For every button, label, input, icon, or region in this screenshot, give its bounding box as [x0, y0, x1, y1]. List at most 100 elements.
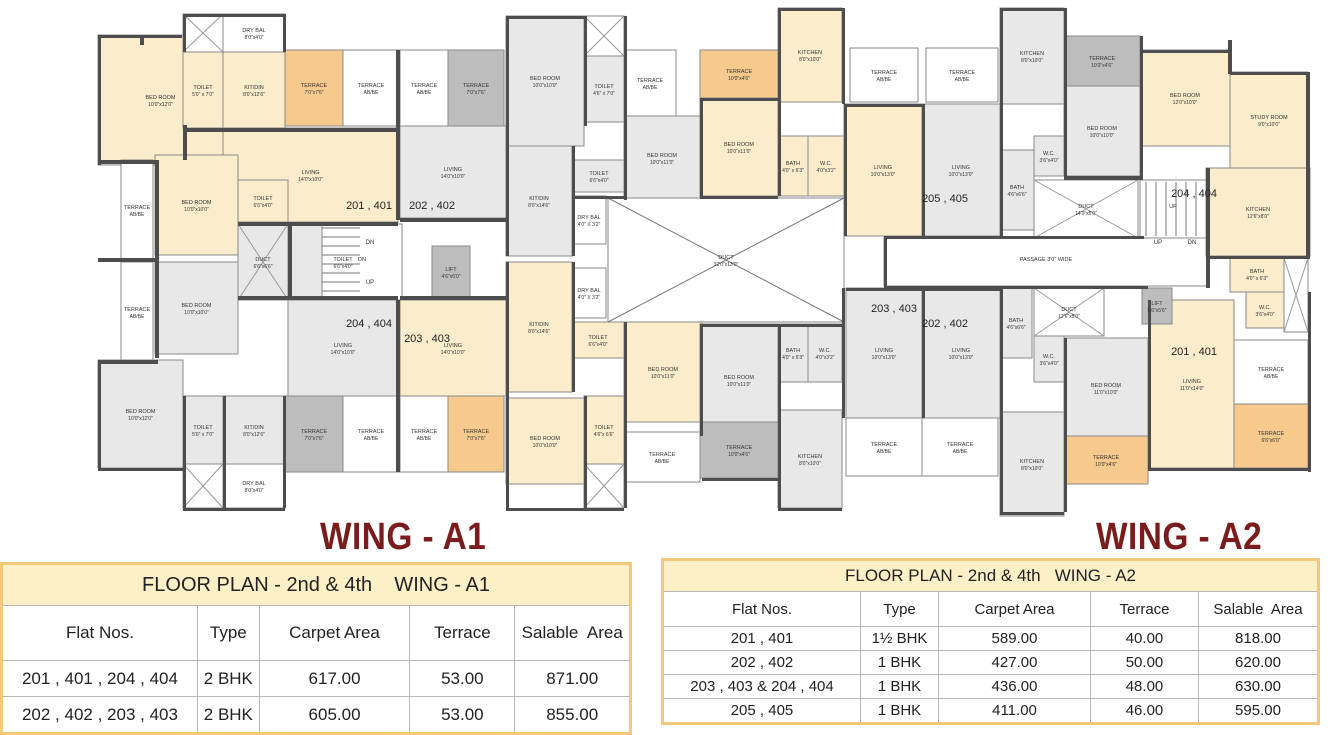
wall [396, 50, 400, 220]
shaft-cross [1033, 179, 1139, 239]
wall [183, 125, 187, 160]
wall [183, 14, 186, 52]
room-name-label: TERRACE [1258, 431, 1285, 437]
room-name-label: BED ROOM [530, 76, 560, 82]
table-row: 202 , 402 , 203 , 403 2 BHK 605.00 53.00… [1, 696, 631, 734]
room-name-label: TERRACE [301, 429, 328, 435]
wall [778, 8, 842, 11]
cell-flat-nos: 203 , 403 & 204 , 404 [662, 674, 861, 699]
room-toilet [237, 179, 289, 223]
room-dimension-label: AB/BE [1264, 374, 1279, 380]
room-living [399, 125, 507, 219]
shaft-cross [583, 463, 625, 509]
stair-direction-label: UP [366, 280, 374, 286]
room-bath [1229, 255, 1285, 293]
room-dimension-label: 10'0"x11'0" [651, 374, 675, 380]
room-dimension-label: 6'6"x6'0" [1261, 438, 1280, 444]
room-terrace [1233, 403, 1309, 469]
room-name-label: BATH [786, 161, 800, 167]
room-dimension-label: 12'6"x8'0" [1247, 214, 1269, 220]
room-name-label: BED ROOM [530, 436, 560, 442]
wall [700, 98, 703, 196]
room-name-label: KITCHEN [1246, 207, 1270, 213]
cell-salable-area: 818.00 [1198, 626, 1319, 651]
room-dimension-label: 32'0"x13'0" [714, 262, 739, 268]
cell-flat-nos: 201 , 401 , 204 , 404 [1, 660, 198, 697]
room-study [1229, 71, 1309, 169]
room-terrace [447, 395, 505, 473]
room-dimension-label: 3'6"x4'0" [1039, 361, 1058, 367]
wall [506, 16, 509, 256]
room-terrace [447, 49, 505, 127]
room-dimension-label: 14'0"x10'0" [441, 174, 466, 180]
room-terrace [120, 261, 154, 363]
room-dimension-label: 6'6"x4'0" [588, 342, 607, 348]
room-dimension-label: 4'0" x 6'3" [782, 355, 804, 361]
room-name-label: TOILET [588, 335, 608, 341]
room-terrace [921, 417, 999, 477]
room-dimension-label: 10'0"x12'0" [148, 102, 173, 108]
room-dimension-label: AB/BE [655, 459, 670, 465]
cell-carpet-area: 617.00 [258, 660, 411, 697]
wall [1206, 168, 1210, 288]
room-name-label: TERRACE [1089, 56, 1116, 62]
wall [98, 468, 183, 471]
wall [842, 288, 845, 418]
wall [506, 16, 584, 19]
shaft-cross [583, 15, 625, 57]
room-dimension-label: 8'0"x12'6" [243, 432, 265, 438]
room-terrace [342, 395, 400, 473]
cell-terrace: 46.00 [1090, 698, 1199, 724]
room-dimension-label: 10'0"x4'6" [728, 76, 750, 82]
room-name-label: BATH [1250, 269, 1264, 275]
wall [400, 296, 506, 300]
wall [155, 160, 159, 258]
room-dimension-label: 6'6"x4'0" [253, 203, 272, 209]
cell-flat-nos: 202 , 402 [662, 650, 861, 675]
wall [1064, 412, 1067, 512]
room-bath [999, 287, 1033, 359]
room-terrace [1233, 339, 1309, 405]
room-name-label: W.C. [820, 161, 832, 167]
staircase [321, 223, 403, 301]
room-bath [999, 149, 1035, 231]
wall [183, 396, 186, 508]
room-name-label: W.C. [1259, 305, 1271, 311]
room-dimension-label: 7'0"x7'6" [466, 90, 485, 96]
room-dimension-label: 4'6" x 7'0" [593, 91, 615, 97]
room-name-label: TERRACE [411, 429, 438, 435]
wall [884, 236, 1144, 239]
room-toilet [571, 321, 625, 359]
room-toilet [583, 55, 625, 123]
room-dimension-label: 14'0"x10'0" [331, 350, 356, 356]
table-row: 205 , 405 1 BHK 411.00 46.00 595.00 [662, 698, 1319, 724]
room-dimension-label: 14'0"x10'0" [441, 350, 466, 356]
flat-number-label: 202 , 402 [409, 200, 455, 212]
wall [700, 324, 842, 327]
room-dimension-label: 10'0"x11'0" [727, 149, 751, 155]
room-terrace [342, 49, 400, 127]
room-terrace [699, 421, 779, 479]
room-name-label: TOILET [589, 171, 609, 177]
table-row: 201 , 401 1½ BHK 589.00 40.00 818.00 [662, 626, 1319, 651]
room-name-label: W.C. [819, 348, 831, 354]
room-dimension-label: 6'6"x4'0" [333, 264, 352, 270]
cell-flat-nos: 205 , 405 [662, 698, 861, 724]
column-header-type: Type [196, 605, 260, 661]
room-dimension-label: AB/BE [364, 436, 379, 442]
room-name-label: DRY BAL [242, 28, 265, 34]
column-header-carpet-area: Carpet Area [938, 591, 1091, 627]
wall [140, 35, 144, 45]
room-dimension-label: 11'0"x10'0" [1094, 390, 1118, 396]
wall [702, 478, 778, 481]
room-dimension-label: 4'0" X 3'2" [578, 222, 601, 228]
room-name-label: LIFT [445, 267, 457, 273]
room-name-label: DRY BAL [577, 215, 600, 221]
wall [1140, 36, 1143, 180]
room-dimension-label: 5'0" x 7'0" [192, 432, 214, 438]
wall [98, 258, 158, 262]
room-name-label: BED ROOM [1170, 93, 1200, 99]
wall [1000, 8, 1003, 236]
wall [400, 218, 506, 222]
room-terrace [849, 47, 919, 103]
